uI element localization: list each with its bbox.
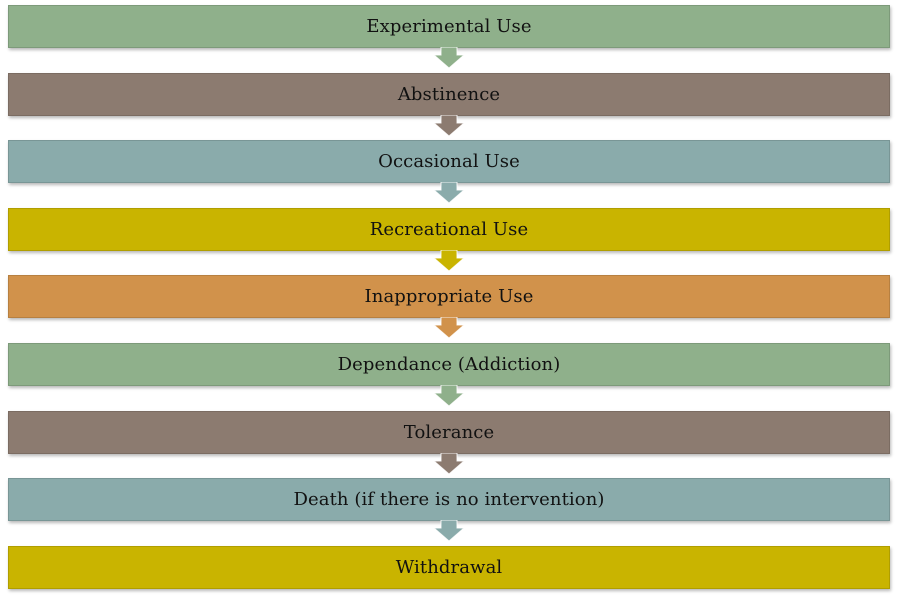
down-arrow-icon xyxy=(433,317,465,339)
stage-label: Abstinence xyxy=(397,84,501,105)
down-arrow-shape xyxy=(433,385,465,407)
down-arrow-shape xyxy=(433,453,465,475)
down-arrow-icon xyxy=(433,520,465,542)
down-arrow-shape xyxy=(433,250,465,272)
down-arrow-shape xyxy=(433,520,465,542)
down-arrow-icon xyxy=(433,250,465,272)
down-arrow-shape xyxy=(433,317,465,339)
down-arrow-icon xyxy=(433,182,465,204)
stage-label: Inappropriate Use xyxy=(364,286,534,307)
stage-label: Tolerance xyxy=(403,422,495,443)
down-arrow-icon xyxy=(433,385,465,407)
stage-withdrawal: Withdrawal xyxy=(8,546,890,589)
stage-label: Withdrawal xyxy=(395,557,503,578)
stage-abstinence: Abstinence xyxy=(8,73,890,116)
down-arrow-shape xyxy=(433,47,465,69)
stage-label: Death (if there is no intervention) xyxy=(293,489,605,510)
stage-recreational-use: Recreational Use xyxy=(8,208,890,251)
stage-label: Recreational Use xyxy=(369,219,529,240)
down-arrow-icon xyxy=(433,453,465,475)
stage-experimental-use: Experimental Use xyxy=(8,5,890,48)
stage-dependance-addiction: Dependance (Addiction) xyxy=(8,343,890,386)
stage-inappropriate-use: Inappropriate Use xyxy=(8,275,890,318)
down-arrow-shape xyxy=(433,115,465,137)
down-arrow-shape xyxy=(433,182,465,204)
stage-label: Experimental Use xyxy=(366,16,532,37)
down-arrow-icon xyxy=(433,47,465,69)
down-arrow-icon xyxy=(433,115,465,137)
stage-label: Dependance (Addiction) xyxy=(337,354,561,375)
stage-label: Occasional Use xyxy=(378,151,520,172)
stage-occasional-use: Occasional Use xyxy=(8,140,890,183)
stage-tolerance: Tolerance xyxy=(8,411,890,454)
stage-death-if-there-is-no-intervention: Death (if there is no intervention) xyxy=(8,478,890,521)
